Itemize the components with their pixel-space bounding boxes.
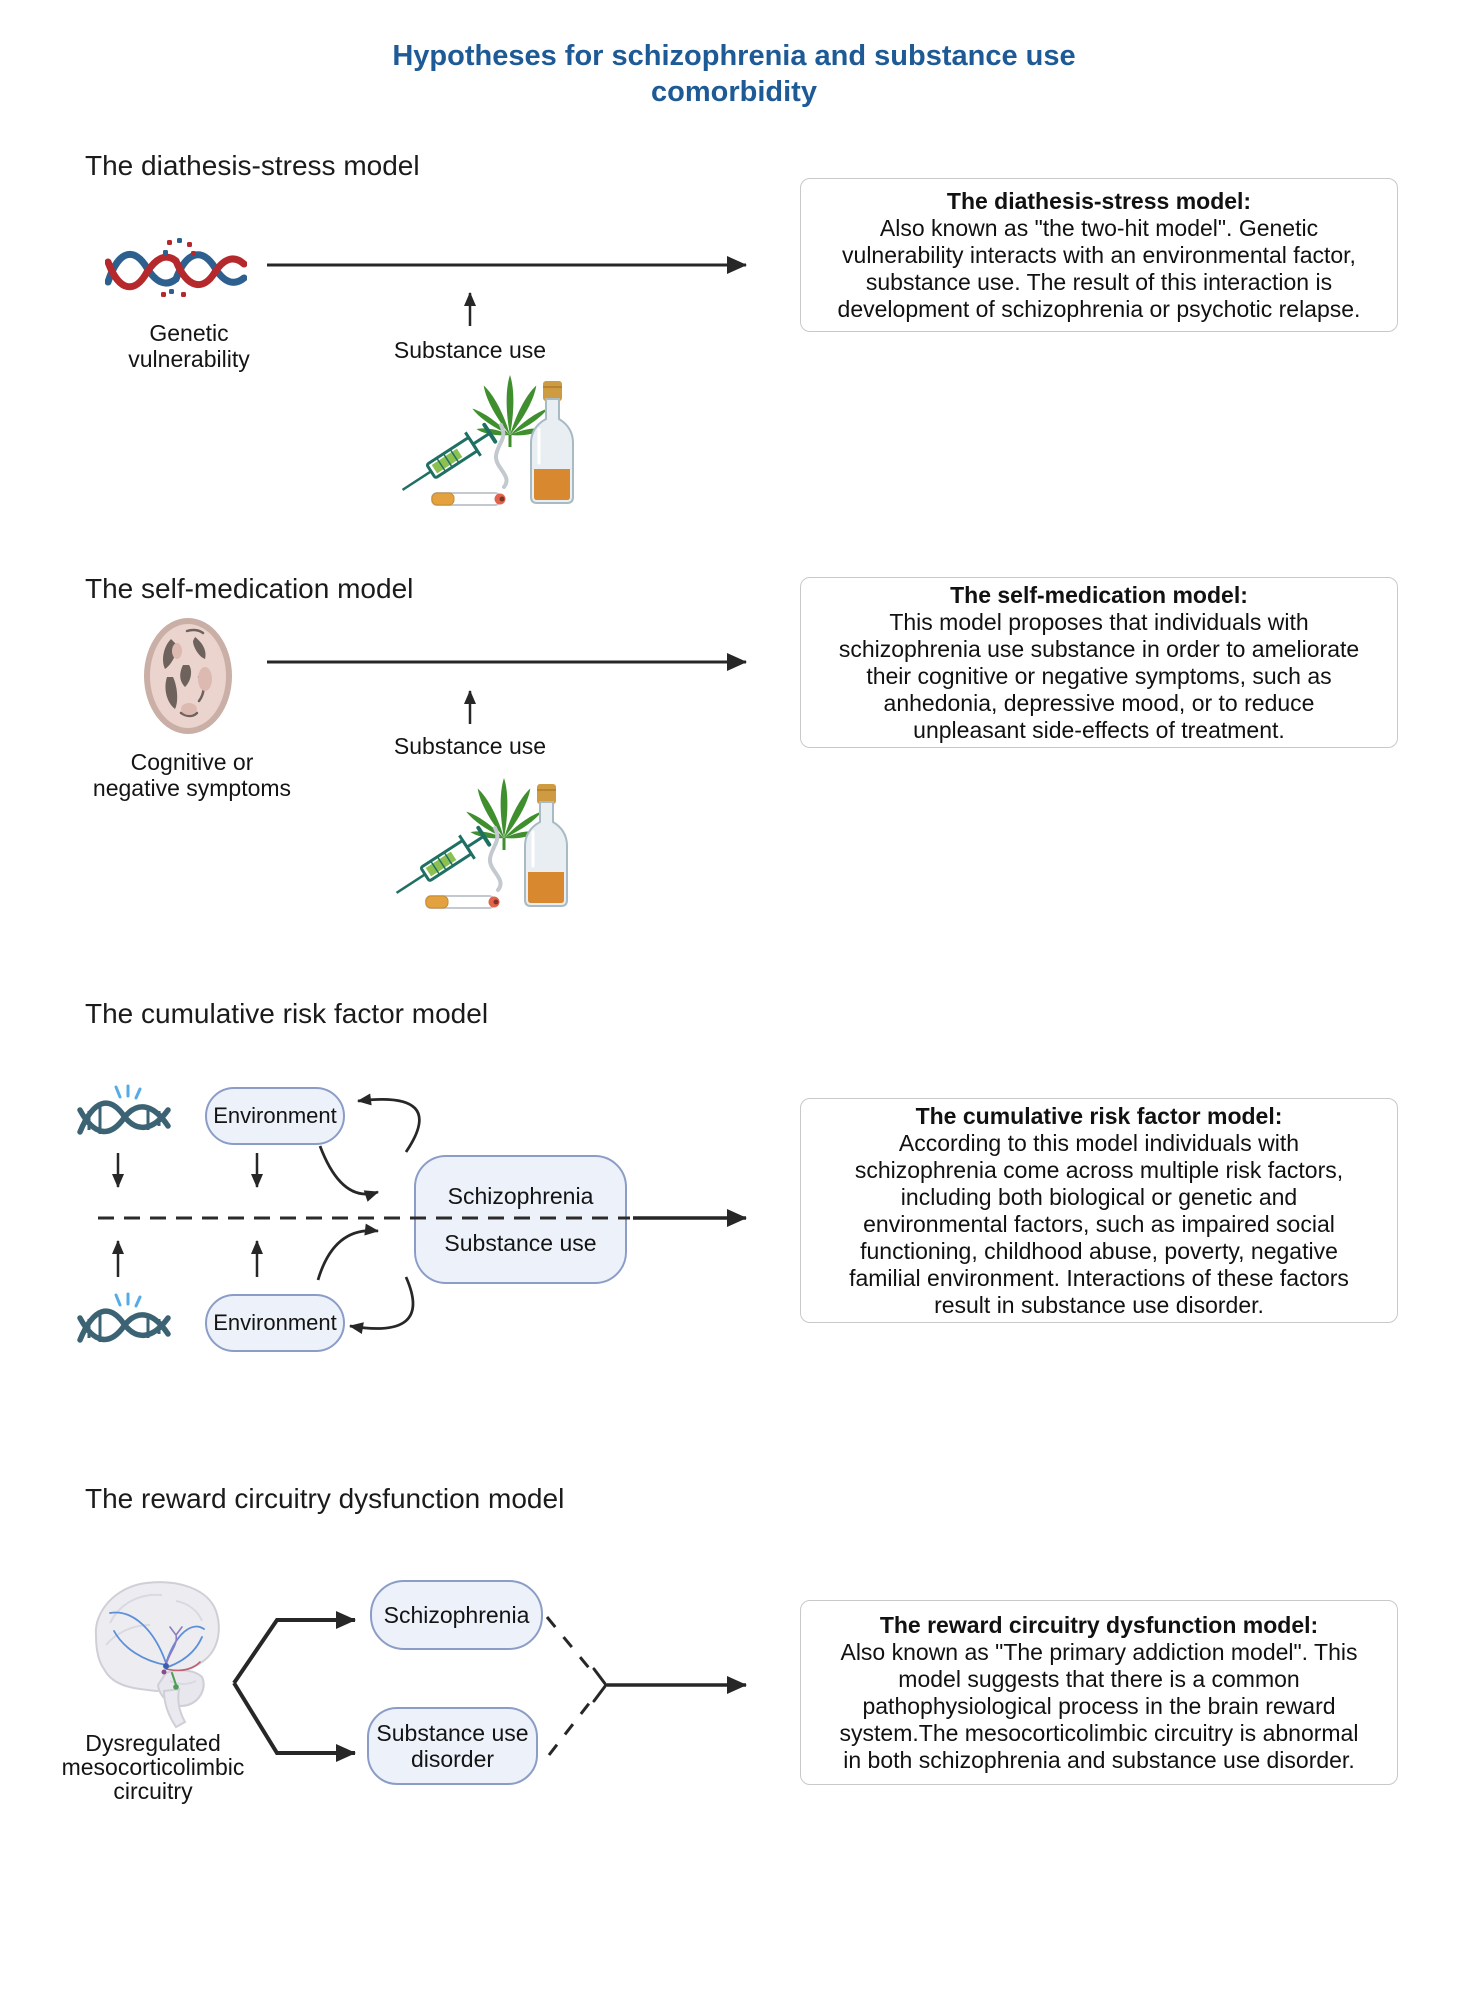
section-heading-cumulative-risk: The cumulative risk factor model: [85, 998, 489, 1029]
dna-mutation-icon-bottom: [77, 1292, 171, 1343]
bottle-icon: [524, 784, 568, 907]
curved-arrow-node-to-env-bottom: [349, 1276, 415, 1335]
infobox-body: According to this model individuals with…: [849, 1129, 1349, 1318]
curved-arrow-node-to-env-top: [357, 1093, 421, 1153]
infobox-self-medication: The self-medication model: This model pr…: [800, 577, 1398, 748]
syringe-icon: [395, 825, 492, 894]
schizophrenia-substance-node: Schizophrenia Substance use: [414, 1155, 627, 1284]
infobox-cumulative-risk: The cumulative risk factor model: Accord…: [800, 1098, 1398, 1323]
dashed-sud-converge: [547, 1696, 596, 1756]
dna-mutation-dots: [161, 238, 196, 297]
substances-icon-1: [401, 375, 574, 506]
dna-mutation-icon-top: [77, 1084, 171, 1135]
cognitive-negative-symptoms-label: Cognitive or negative symptoms: [92, 749, 292, 801]
substance-use-label-2: Substance use: [393, 733, 547, 759]
spark-icon: [114, 1084, 142, 1100]
converge-chevron: [592, 1667, 608, 1703]
bottle-icon: [530, 381, 574, 504]
section-heading-reward-circuitry: The reward circuitry dysfunction model: [85, 1483, 565, 1514]
infobox-diathesis: The diathesis-stress model: Also known a…: [800, 178, 1398, 332]
node-bottom-label: Substance use: [444, 1229, 597, 1256]
infobox-body: Also known as "The primary addiction mod…: [839, 1638, 1359, 1773]
node-top-label: Schizophrenia: [447, 1183, 594, 1210]
cigarette-icon: [425, 895, 500, 909]
cigarette-icon: [431, 492, 506, 506]
infobox-reward-circuitry: The reward circuitry dysfunction model: …: [800, 1600, 1398, 1785]
syringe-icon: [401, 422, 498, 491]
genetic-vulnerability-label: Genetic vulnerability: [128, 320, 250, 372]
spark-icon: [114, 1292, 142, 1308]
section-heading-diathesis: The diathesis-stress model: [85, 150, 420, 181]
reward-pathways: [109, 1611, 205, 1686]
environment-node-top: Environment: [205, 1087, 345, 1145]
infobox-title: The cumulative risk factor model:: [915, 1102, 1283, 1129]
dna-helix-icon: [105, 238, 247, 297]
infobox-title: The diathesis-stress model:: [946, 187, 1252, 214]
brain-axial-icon: [144, 618, 232, 734]
environment-label: Environment: [213, 1310, 337, 1335]
substance-use-disorder-label: Substance use disorder: [376, 1720, 529, 1772]
cannabis-leaf-icon: [472, 375, 548, 447]
curved-arrow-env-bottom-to-node: [316, 1223, 379, 1281]
brain-sagittal-icon: [94, 1581, 220, 1729]
smoke-wisp: [494, 423, 509, 489]
curved-arrow-env-top-to-node: [318, 1145, 379, 1202]
infobox-body: Also known as "the two-hit model". Genet…: [837, 214, 1361, 322]
infobox-body: This model proposes that individuals wit…: [838, 608, 1360, 743]
substance-use-disorder-node: Substance use disorder: [367, 1707, 538, 1785]
environment-node-bottom: Environment: [205, 1294, 345, 1352]
schizophrenia-node-label: Schizophrenia: [383, 1602, 530, 1628]
smoke-wisp: [488, 826, 503, 892]
dysregulated-circuitry-label: Dysregulated mesocorticolimbic circuitry: [61, 1730, 245, 1804]
schizophrenia-node: Schizophrenia: [370, 1580, 543, 1650]
section-heading-self-medication: The self-medication model: [85, 573, 414, 604]
figure-title: Hypotheses for schizophrenia and substan…: [392, 40, 1076, 108]
environment-label: Environment: [213, 1103, 337, 1128]
infobox-title: The reward circuitry dysfunction model:: [879, 1611, 1319, 1638]
substance-use-label-1: Substance use: [393, 337, 547, 363]
dashed-schizophrenia-converge: [545, 1616, 596, 1675]
infobox-title: The self-medication model:: [950, 581, 1248, 608]
branch-arrow-to-schizophrenia: [232, 1611, 356, 1685]
substances-icon-2: [395, 778, 568, 909]
